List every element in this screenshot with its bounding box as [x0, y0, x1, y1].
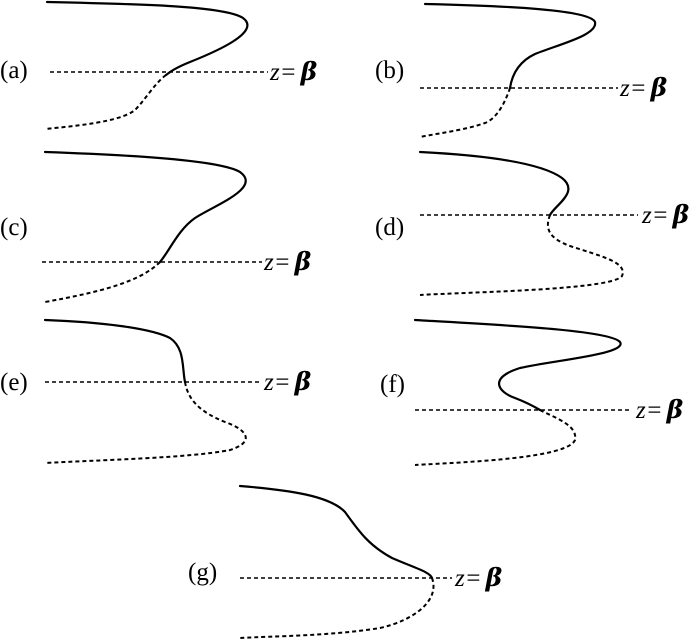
curve-d-lower — [419, 214, 624, 296]
curve-g-lower — [239, 577, 435, 639]
panel-label-f: (f) — [380, 371, 405, 398]
panel-label-a: (a) — [0, 57, 28, 84]
beta-label-b: z=β — [619, 73, 668, 102]
panel-a: (a) z=β — [0, 0, 318, 130]
beta-label-e: z=β — [263, 367, 312, 396]
curve-f-upper — [413, 318, 622, 412]
curve-c-lower — [44, 261, 161, 303]
panel-label-d: (d) — [375, 214, 404, 241]
panel-label-c: (c) — [0, 214, 28, 241]
beta-label-c: z=β — [263, 247, 312, 276]
beta-label-a: z=β — [269, 57, 318, 86]
curve-b-lower — [419, 87, 511, 138]
panel-e: (e) z=β — [0, 318, 312, 464]
curve-b-upper — [423, 2, 597, 90]
panel-label-e: (e) — [0, 369, 28, 396]
curve-c-upper — [43, 150, 247, 264]
panel-g: (g) z=β — [188, 484, 503, 639]
curve-d-upper — [418, 150, 570, 217]
panel-f: (f) z=β — [380, 318, 684, 466]
curve-a-lower — [44, 74, 167, 130]
curve-e-lower — [44, 381, 247, 464]
panel-label-b: (b) — [375, 57, 404, 84]
panel-c: (c) z=β — [0, 150, 312, 303]
curve-f-lower — [414, 409, 577, 466]
panel-d: (d) z=β — [375, 150, 690, 296]
beta-label-g: z=β — [454, 563, 503, 592]
beta-label-d: z=β — [641, 200, 690, 229]
curve-a-upper — [45, 0, 249, 77]
panel-b: (b) z=β — [375, 2, 668, 138]
panel-label-g: (g) — [188, 559, 217, 586]
curve-e-upper — [43, 318, 187, 384]
curve-g-upper — [238, 484, 434, 580]
beta-label-f: z=β — [635, 395, 684, 424]
